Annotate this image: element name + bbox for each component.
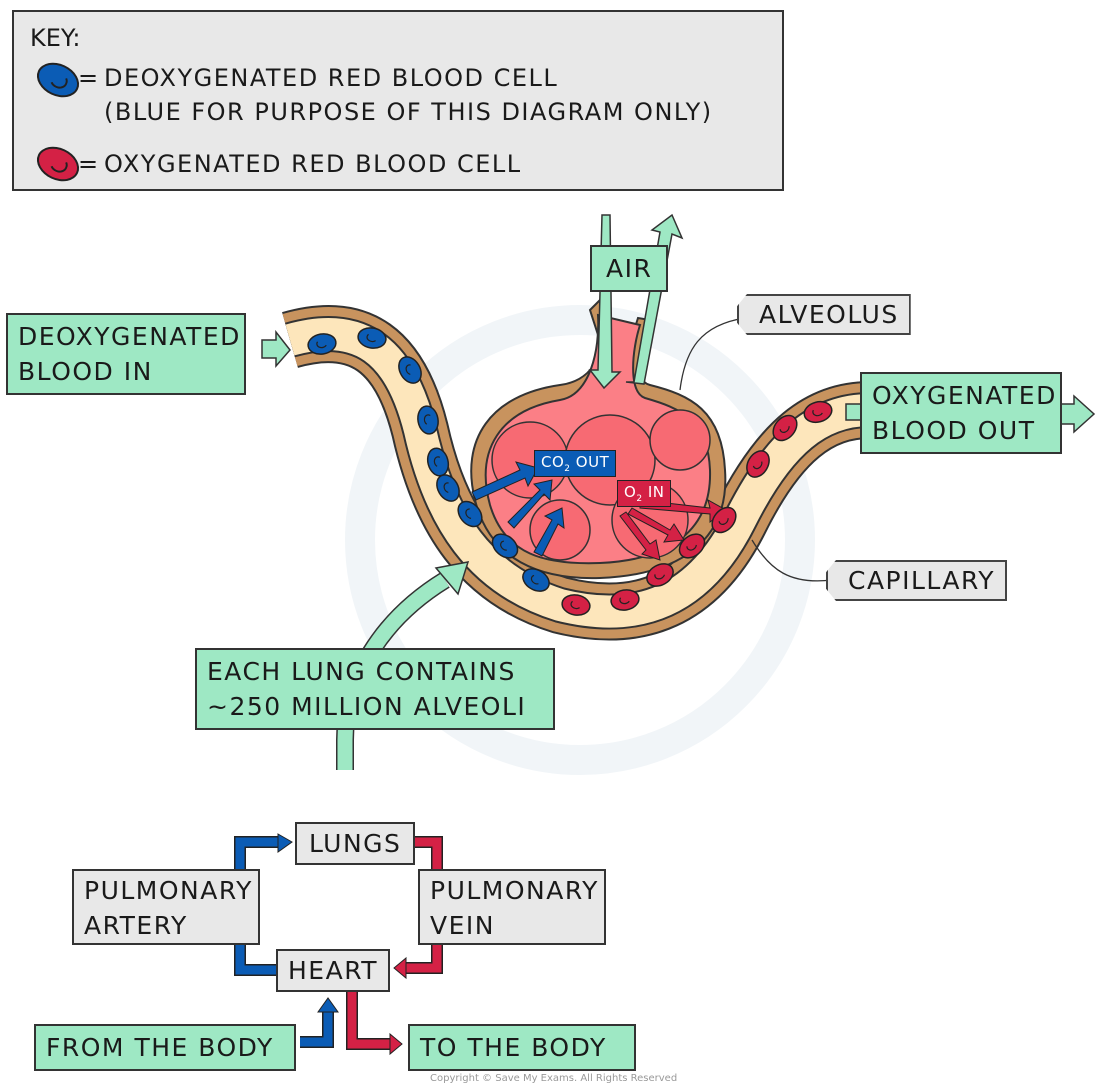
capillary-label: CAPILLARY (826, 560, 1008, 601)
oxygenated-blood-out-line1: OXYGENATED (872, 381, 1057, 410)
o2-subscript: 2 (636, 494, 643, 504)
pulmonary-vein-line1: PULMONARY (430, 876, 599, 905)
key-equals: = (78, 150, 99, 178)
deoxygenated-blood-in-line2: BLOOD IN (18, 357, 153, 386)
o2-in-label: O2 IN (617, 480, 672, 507)
oxygenated-blood-cell (561, 594, 591, 616)
blood-in-arrow (261, 329, 291, 368)
oxygenated-blood-cell (646, 563, 674, 587)
blood-cells (307, 327, 833, 616)
capillary-plasma (285, 318, 871, 628)
o2-suffix: IN (642, 483, 665, 501)
pulmonary-artery-box: PULMONARY ARTERY (72, 869, 260, 945)
lungs-box: LUNGS (295, 822, 416, 865)
note-arrowhead (434, 561, 470, 596)
key-equals: = (78, 64, 99, 92)
to-body-box: TO THE BODY (408, 1024, 636, 1071)
heart-text: HEART (288, 956, 379, 985)
watermark-ring (345, 305, 815, 775)
deoxygenated-blood-cell (357, 327, 387, 349)
from-body-box: FROM THE BODY (34, 1024, 296, 1071)
oxygenated-blood-cell (803, 400, 833, 424)
alveolus-label: ALVEOLUS (737, 294, 911, 335)
deoxygenated-blood-cell (522, 568, 550, 592)
key-oxygenated-label: OXYGENATED RED BLOOD CELL (104, 150, 522, 178)
oxygenated-blood-out-label: OXYGENATED BLOOD OUT (860, 372, 1062, 454)
alveoli-count-note: EACH LUNG CONTAINS ~250 MILLION ALVEOLI (195, 648, 555, 730)
key-deoxygenated-note: (BLUE FOR PURPOSE OF THIS DIAGRAM ONLY) (104, 98, 713, 126)
key-panel: KEY: = DEOXYGENATED RED BLOOD CELL (BLUE… (12, 10, 784, 191)
to-body-text: TO THE BODY (420, 1033, 607, 1062)
blood-out-arrow (1059, 394, 1096, 434)
air-arrows (588, 213, 684, 390)
pulmonary-artery-line1: PULMONARY (84, 876, 253, 905)
o2-prefix: O (624, 483, 637, 501)
key-deoxygenated-label: DEOXYGENATED RED BLOOD CELL (104, 64, 559, 92)
capillary-pointer (751, 539, 833, 582)
lungs-text: LUNGS (309, 829, 402, 858)
alveoli-note-line1: EACH LUNG CONTAINS (207, 657, 516, 686)
deoxygenated-blood-cell (436, 474, 460, 502)
pulmonary-vein-box: PULMONARY VEIN (418, 869, 606, 945)
capillary-label-text: CAPILLARY (848, 566, 996, 595)
deoxygenated-blood-cell (457, 500, 483, 528)
oxygenated-blood-cell (772, 414, 798, 442)
deoxygenated-blood-in-line1: DEOXYGENATED (18, 322, 241, 351)
co2-out-arrows (471, 461, 565, 557)
deoxygenated-blood-cell (417, 405, 439, 435)
co2-subscript: 2 (564, 464, 571, 474)
circulation-arrows (234, 833, 443, 1056)
alveoli-note-line2: ~250 MILLION ALVEOLI (207, 692, 527, 721)
pulmonary-artery-line2: ARTERY (84, 911, 188, 940)
alveolus-pointer (679, 317, 746, 391)
from-body-text: FROM THE BODY (46, 1033, 274, 1062)
deoxygenated-blood-cell (491, 533, 519, 559)
alveolus-label-text: ALVEOLUS (759, 300, 899, 329)
air-label-text: AIR (606, 254, 653, 283)
deoxygenated-blood-in-label: DEOXYGENATED BLOOD IN (6, 313, 246, 395)
co2-prefix: CO (541, 453, 565, 471)
pulmonary-vein-line2: VEIN (430, 911, 495, 940)
air-label: AIR (590, 245, 669, 292)
copyright: Copyright © Save My Exams. All Rights Re… (430, 1073, 678, 1084)
oxygenated-blood-cell (746, 450, 770, 478)
oxygenated-blood-cell (678, 533, 706, 559)
co2-out-label: CO2 OUT (534, 450, 617, 477)
heart-box: HEART (276, 949, 391, 992)
deoxygenated-blood-cell (307, 333, 337, 355)
deoxygenated-blood-cell (398, 356, 422, 384)
oxygenated-blood-cell (610, 589, 640, 611)
key-title: KEY: (30, 24, 81, 52)
co2-suffix: OUT (570, 453, 610, 471)
oxygenated-blood-out-line2: BLOOD OUT (872, 416, 1036, 445)
oxygenated-blood-cell (711, 506, 737, 534)
